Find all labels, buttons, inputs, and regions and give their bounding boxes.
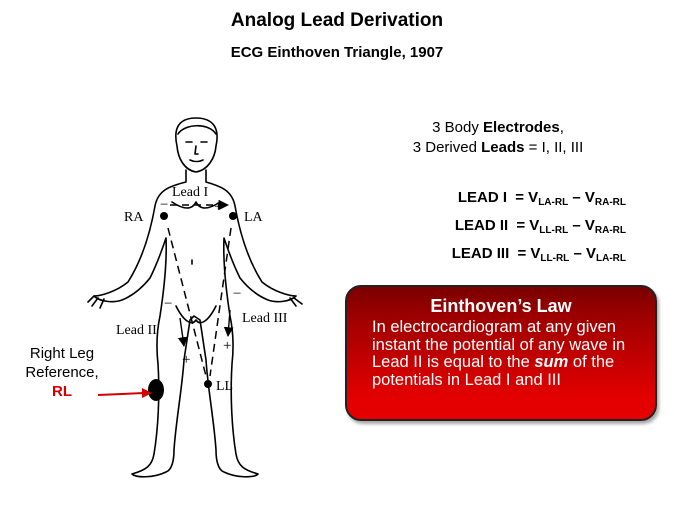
equation-v: V	[529, 217, 540, 234]
lead3-plus: +	[223, 338, 231, 354]
lead1-minus: −	[160, 197, 168, 213]
law-title: Einthoven’s Law	[430, 296, 572, 316]
equation-equals: =	[515, 189, 524, 206]
equation-lead2: LEAD II = VLL-RL – VRA-RL	[370, 214, 626, 242]
law-body-before: In electrocardiogram at any given instan…	[372, 318, 626, 371]
equation-v: V	[585, 245, 596, 262]
equation-lead1: LEAD I = VLA-RL – VRA-RL	[370, 186, 626, 214]
equation-lead-name: LEAD II	[454, 217, 509, 234]
equation-v: V	[528, 189, 539, 206]
summary-equals: =	[528, 139, 538, 156]
la-label: LA	[244, 210, 264, 225]
summary-comma: ,	[559, 119, 564, 136]
page-subtitle: ECG Einthoven Triangle, 1907	[230, 44, 444, 61]
equation-lead-name: LEAD I	[457, 189, 508, 206]
rl-electrode	[148, 379, 164, 401]
ll-electrode	[204, 380, 212, 388]
rl-line2: Reference,	[25, 364, 99, 381]
equation-lead3: LEAD III = VLL-RL – VLA-RL	[370, 242, 626, 270]
equation-minus: –	[573, 245, 582, 262]
law-body-emphasis: sum	[534, 353, 569, 371]
ra-label: RA	[124, 210, 144, 225]
chest-lines	[171, 201, 221, 209]
lead3-label: Lead III	[242, 311, 288, 326]
rl-pointer-arrowhead	[142, 388, 152, 398]
summary-line2: 3 Derived Leads = I, II, III	[360, 138, 636, 158]
page-title: Analog Lead Derivation	[230, 10, 444, 31]
ll-label: LL	[216, 379, 233, 394]
lead2-label: Lead II	[116, 323, 157, 338]
summary-count2: 3 Derived	[412, 139, 477, 156]
equation-equals: =	[517, 245, 527, 262]
lead1-plus: +	[214, 199, 222, 215]
equation-minus: –	[572, 217, 581, 234]
right-leg-reference-label: Right Leg Reference, RL	[4, 344, 120, 401]
equation-minus: –	[572, 189, 581, 206]
hair-outline	[177, 124, 217, 135]
summary-count1: 3 Body	[432, 119, 479, 136]
equation-subscript-a: LL-RL	[540, 253, 570, 264]
einthoven-law-box: Einthoven’s Law In electrocardiogram at …	[345, 285, 657, 421]
body-silhouette	[93, 169, 297, 478]
body-outline	[87, 117, 303, 478]
equation-equals: =	[516, 217, 526, 234]
law-body: In electrocardiogram at any given instan…	[372, 318, 641, 389]
equation-subscript-b: LA-RL	[596, 253, 626, 264]
lead2-minus: −	[164, 296, 172, 312]
abdomen-lines	[175, 259, 217, 324]
lead3-minus: −	[233, 286, 241, 302]
ra-electrode	[160, 212, 168, 220]
law-body-after: of the potentials in Lead I and III	[372, 353, 615, 389]
equation-lead-name: LEAD III	[451, 245, 510, 262]
equation-v: V	[530, 245, 541, 262]
summary-electrodes: Electrodes	[483, 119, 560, 136]
equation-subscript-a: LL-RL	[539, 225, 569, 236]
electrodes-leads-summary: 3 Body Electrodes, 3 Derived Leads = I, …	[360, 118, 636, 158]
equation-subscript-a: LA-RL	[538, 197, 569, 208]
la-electrode	[229, 212, 237, 220]
equation-subscript-b: RA-RL	[594, 197, 626, 208]
rl-line1: Right Leg	[29, 345, 95, 362]
equation-v: V	[584, 217, 595, 234]
equation-subscript-b: RA-RL	[594, 225, 626, 236]
summary-line1: 3 Body Electrodes,	[360, 118, 636, 138]
lead3-line	[209, 227, 232, 377]
lead3-arrow	[223, 309, 234, 337]
finger-lines	[87, 295, 303, 309]
einthoven-body-figure: Lead I RA LA LL Lead II Lead III − + − +…	[87, 117, 303, 478]
rl-pointer-arrow	[97, 392, 145, 396]
head-outline	[175, 117, 218, 173]
lead1-label: Lead I	[172, 185, 208, 200]
equation-v: V	[584, 189, 595, 206]
summary-lead-list: I, II, III	[541, 139, 584, 156]
summary-leads: Leads	[481, 139, 525, 156]
lead2-arrow	[177, 317, 188, 347]
lead2-plus: +	[182, 352, 190, 368]
face-lines	[185, 141, 208, 163]
lead-equations: LEAD I = VLA-RL – VRA-RL LEAD II = VLL-R…	[370, 186, 626, 270]
rl-abbr: RL	[52, 383, 72, 400]
